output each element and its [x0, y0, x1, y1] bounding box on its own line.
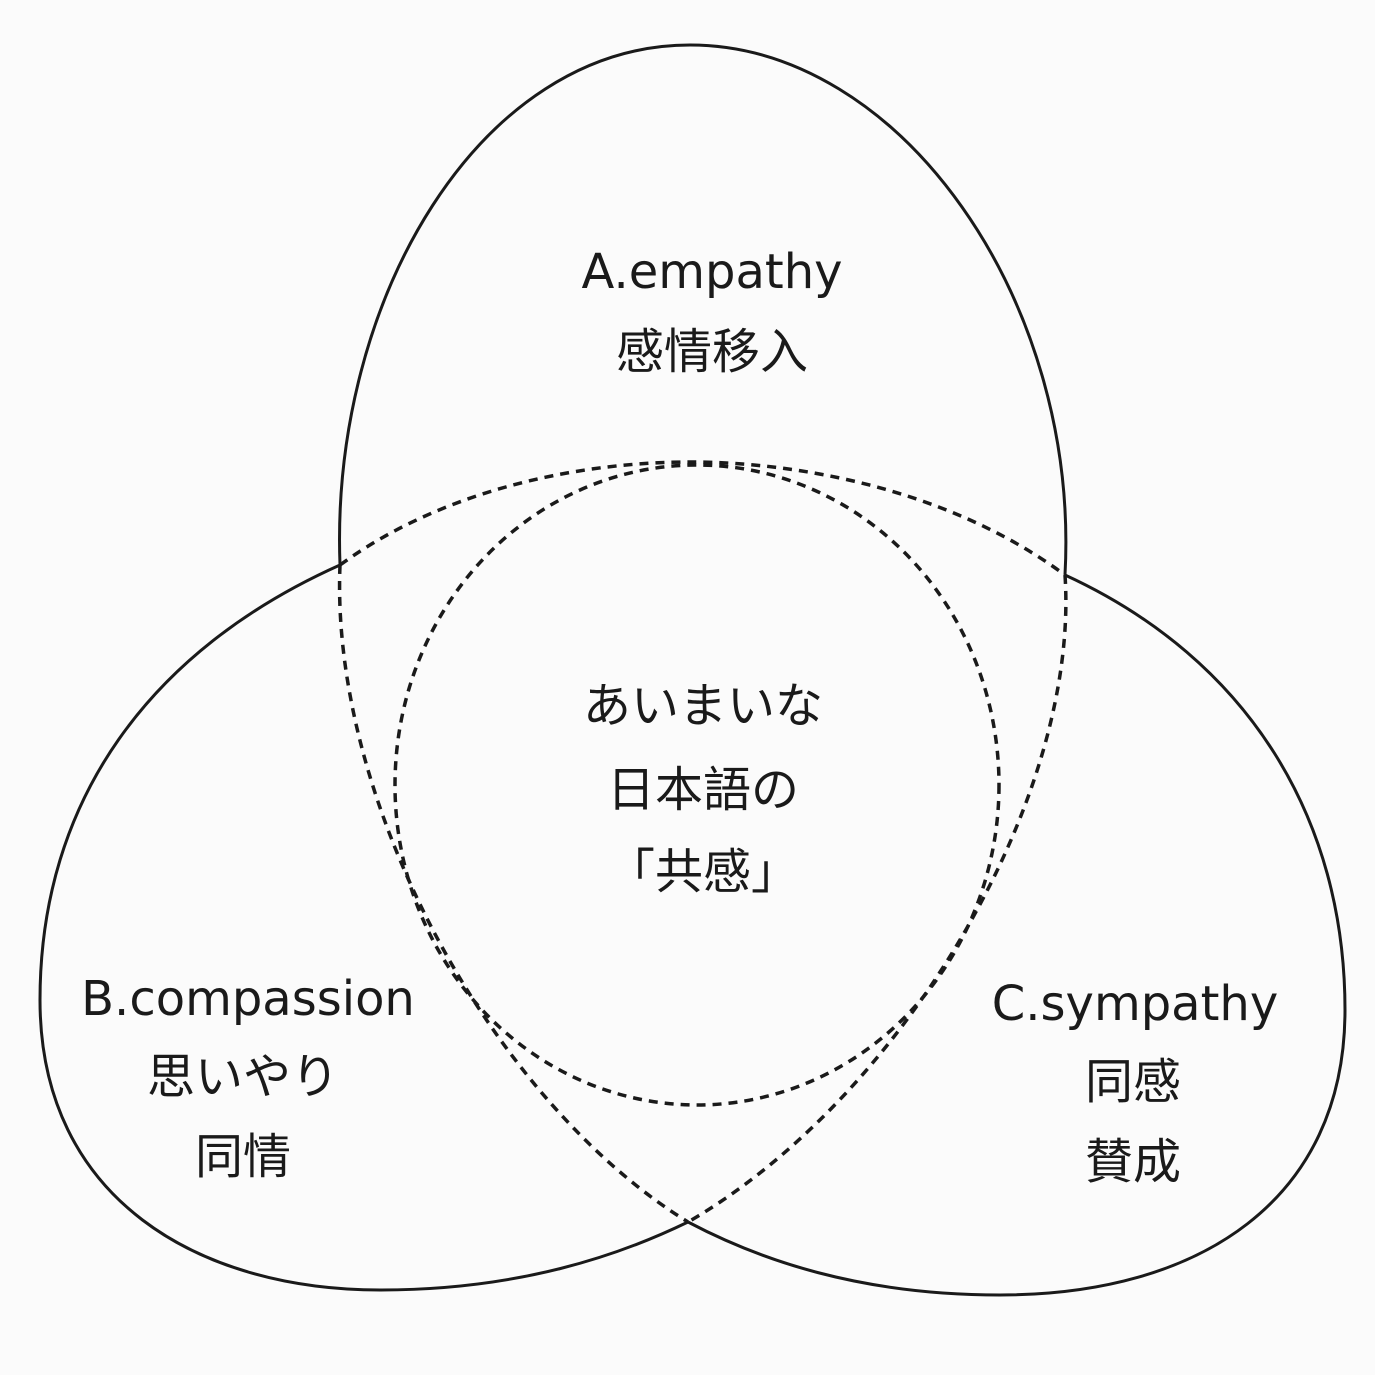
label-a-title: A.empathy	[581, 244, 842, 300]
lobe-a-inner-boundary	[338, 460, 1067, 577]
label-a-line-1: 感情移入	[616, 324, 808, 380]
center-circle	[393, 463, 1001, 1107]
label-c-line-2: 賛成	[1085, 1134, 1181, 1190]
lobe-c-outline	[687, 573, 1347, 1297]
label-center-line-1: あいまいな	[583, 678, 823, 734]
label-c-title: C.sympathy	[992, 976, 1278, 1032]
label-b-title: B.compassion	[81, 971, 415, 1027]
lobe-b-inner-boundary	[337, 564, 689, 1224]
label-b-line-2: 同情	[195, 1129, 291, 1185]
lobe-b-outline	[38, 563, 689, 1292]
label-center-line-2: 日本語の	[607, 762, 799, 818]
label-center-line-3: 「共感」	[607, 844, 799, 900]
label-c-line-1: 同感	[1085, 1054, 1181, 1110]
lobe-c-inner-boundary	[687, 574, 1068, 1224]
label-b-line-1: 思いやり	[147, 1049, 339, 1105]
lobe-a-outline	[338, 43, 1068, 576]
